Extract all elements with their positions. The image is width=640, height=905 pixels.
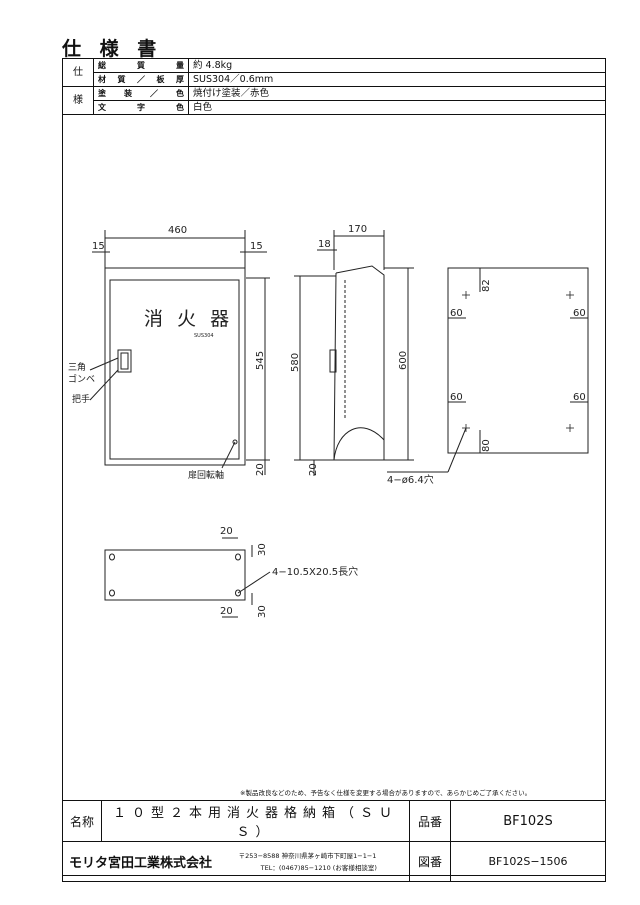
dim-580: 580 [290, 353, 301, 372]
dim-20-side: 20 [308, 463, 319, 476]
spec-row: 文字色 白色 [63, 100, 606, 115]
front-view-outline [104, 267, 246, 466]
address-line: 〒253−8588 神奈川県茅ヶ崎市下町屋1−1−1 [238, 851, 377, 860]
zuban-label: 図番 [409, 841, 451, 882]
page-title: 仕 様 書 [62, 38, 163, 60]
dim-20-top-b: 20 [220, 606, 233, 617]
title-block: 名称 １０型２本用消火器格納箱（ＳＵＳ） 品番 BF102S モリタ宮田工業株式… [61, 800, 606, 882]
disclaimer-note: ※製品改良などのため、予告なく仕様を変更する場合がありますので、あらかじめご了承… [240, 789, 532, 797]
side-bracket [333, 427, 385, 461]
hole-note: 4−ø6.4穴 [387, 473, 434, 486]
spec-key: 塗装／色 [93, 86, 189, 101]
dim-30-top-b: 30 [257, 605, 268, 618]
spec-row: 様 塗装／色 焼付け塗装／赤色 [62, 86, 606, 115]
maker-name: モリタ宮田工業株式会社 [61, 841, 238, 882]
handle-shape [117, 349, 132, 373]
dim-20-front: 20 [255, 463, 266, 476]
handle-inner [120, 352, 129, 370]
dim-80: 80 [481, 439, 492, 452]
maker-address: 〒253−8588 神奈川県茅ヶ崎市下町屋1−1−1 TEL：(0467)85−… [237, 841, 410, 882]
dim-60-tr: 60 [573, 308, 586, 319]
spec-table: 仕 総質量 約 4.8kg 材質／板厚 SUS304／0.6mm 様 塗装／色 … [62, 58, 606, 115]
tel-line: TEL：(0467)85−1210 (お客様相談室) [260, 863, 377, 872]
label-handle: 把手 [72, 393, 90, 405]
spec-value: 焼付け塗装／赤色 [188, 86, 606, 101]
spec-key: 材質／板厚 [93, 72, 189, 87]
dim-18: 18 [318, 239, 331, 250]
spec-row: 仕 総質量 約 4.8kg [62, 58, 606, 87]
dim-15-right: 15 [250, 241, 263, 252]
zuban-value: BF102S−1506 [450, 841, 606, 882]
spec-category: 仕 [62, 58, 94, 87]
door-sublabel: SUS304 [194, 333, 214, 339]
side-view-outline [333, 265, 385, 461]
dim-460: 460 [168, 225, 187, 236]
dim-82: 82 [481, 279, 492, 292]
spec-value: 白色 [188, 100, 606, 115]
spec-row: 材質／板厚 SUS304／0.6mm [63, 72, 606, 87]
technical-drawing: 460 15 15 18 170 545 580 600 20 20 82 60… [68, 224, 589, 618]
dim-20-top-a: 20 [220, 526, 233, 537]
spec-key: 文字色 [93, 100, 189, 115]
hinban-label: 品番 [409, 800, 451, 842]
top-view-outline [104, 549, 246, 601]
door-panel [109, 279, 240, 460]
dim-30-top-a: 30 [257, 543, 268, 556]
dim-170: 170 [348, 224, 367, 235]
dim-60-br: 60 [573, 392, 586, 403]
product-name: １０型２本用消火器格納箱（ＳＵＳ） [101, 800, 410, 842]
dim-60-bl: 60 [450, 392, 463, 403]
label-gonbe: ゴンベ [68, 373, 95, 385]
dim-600: 600 [398, 351, 409, 370]
label-triangle: 三角 [68, 361, 86, 373]
hinban-value: BF102S [450, 800, 606, 842]
hinge-pin [232, 439, 238, 445]
dim-545: 545 [255, 351, 266, 370]
back-view-outline [447, 267, 589, 454]
dim-15-left: 15 [92, 241, 105, 252]
label-hinge: 扉回転軸 [188, 469, 224, 481]
spec-value: 約 4.8kg [188, 58, 606, 73]
slot-note: 4−10.5X20.5長穴 [272, 565, 358, 578]
dim-60-tl: 60 [450, 308, 463, 319]
spec-value: SUS304／0.6mm [188, 72, 606, 87]
door-label: 消 火 器 [144, 308, 233, 330]
name-label: 名称 [62, 800, 102, 842]
spec-key: 総質量 [93, 58, 189, 73]
spec-category: 様 [62, 86, 94, 115]
